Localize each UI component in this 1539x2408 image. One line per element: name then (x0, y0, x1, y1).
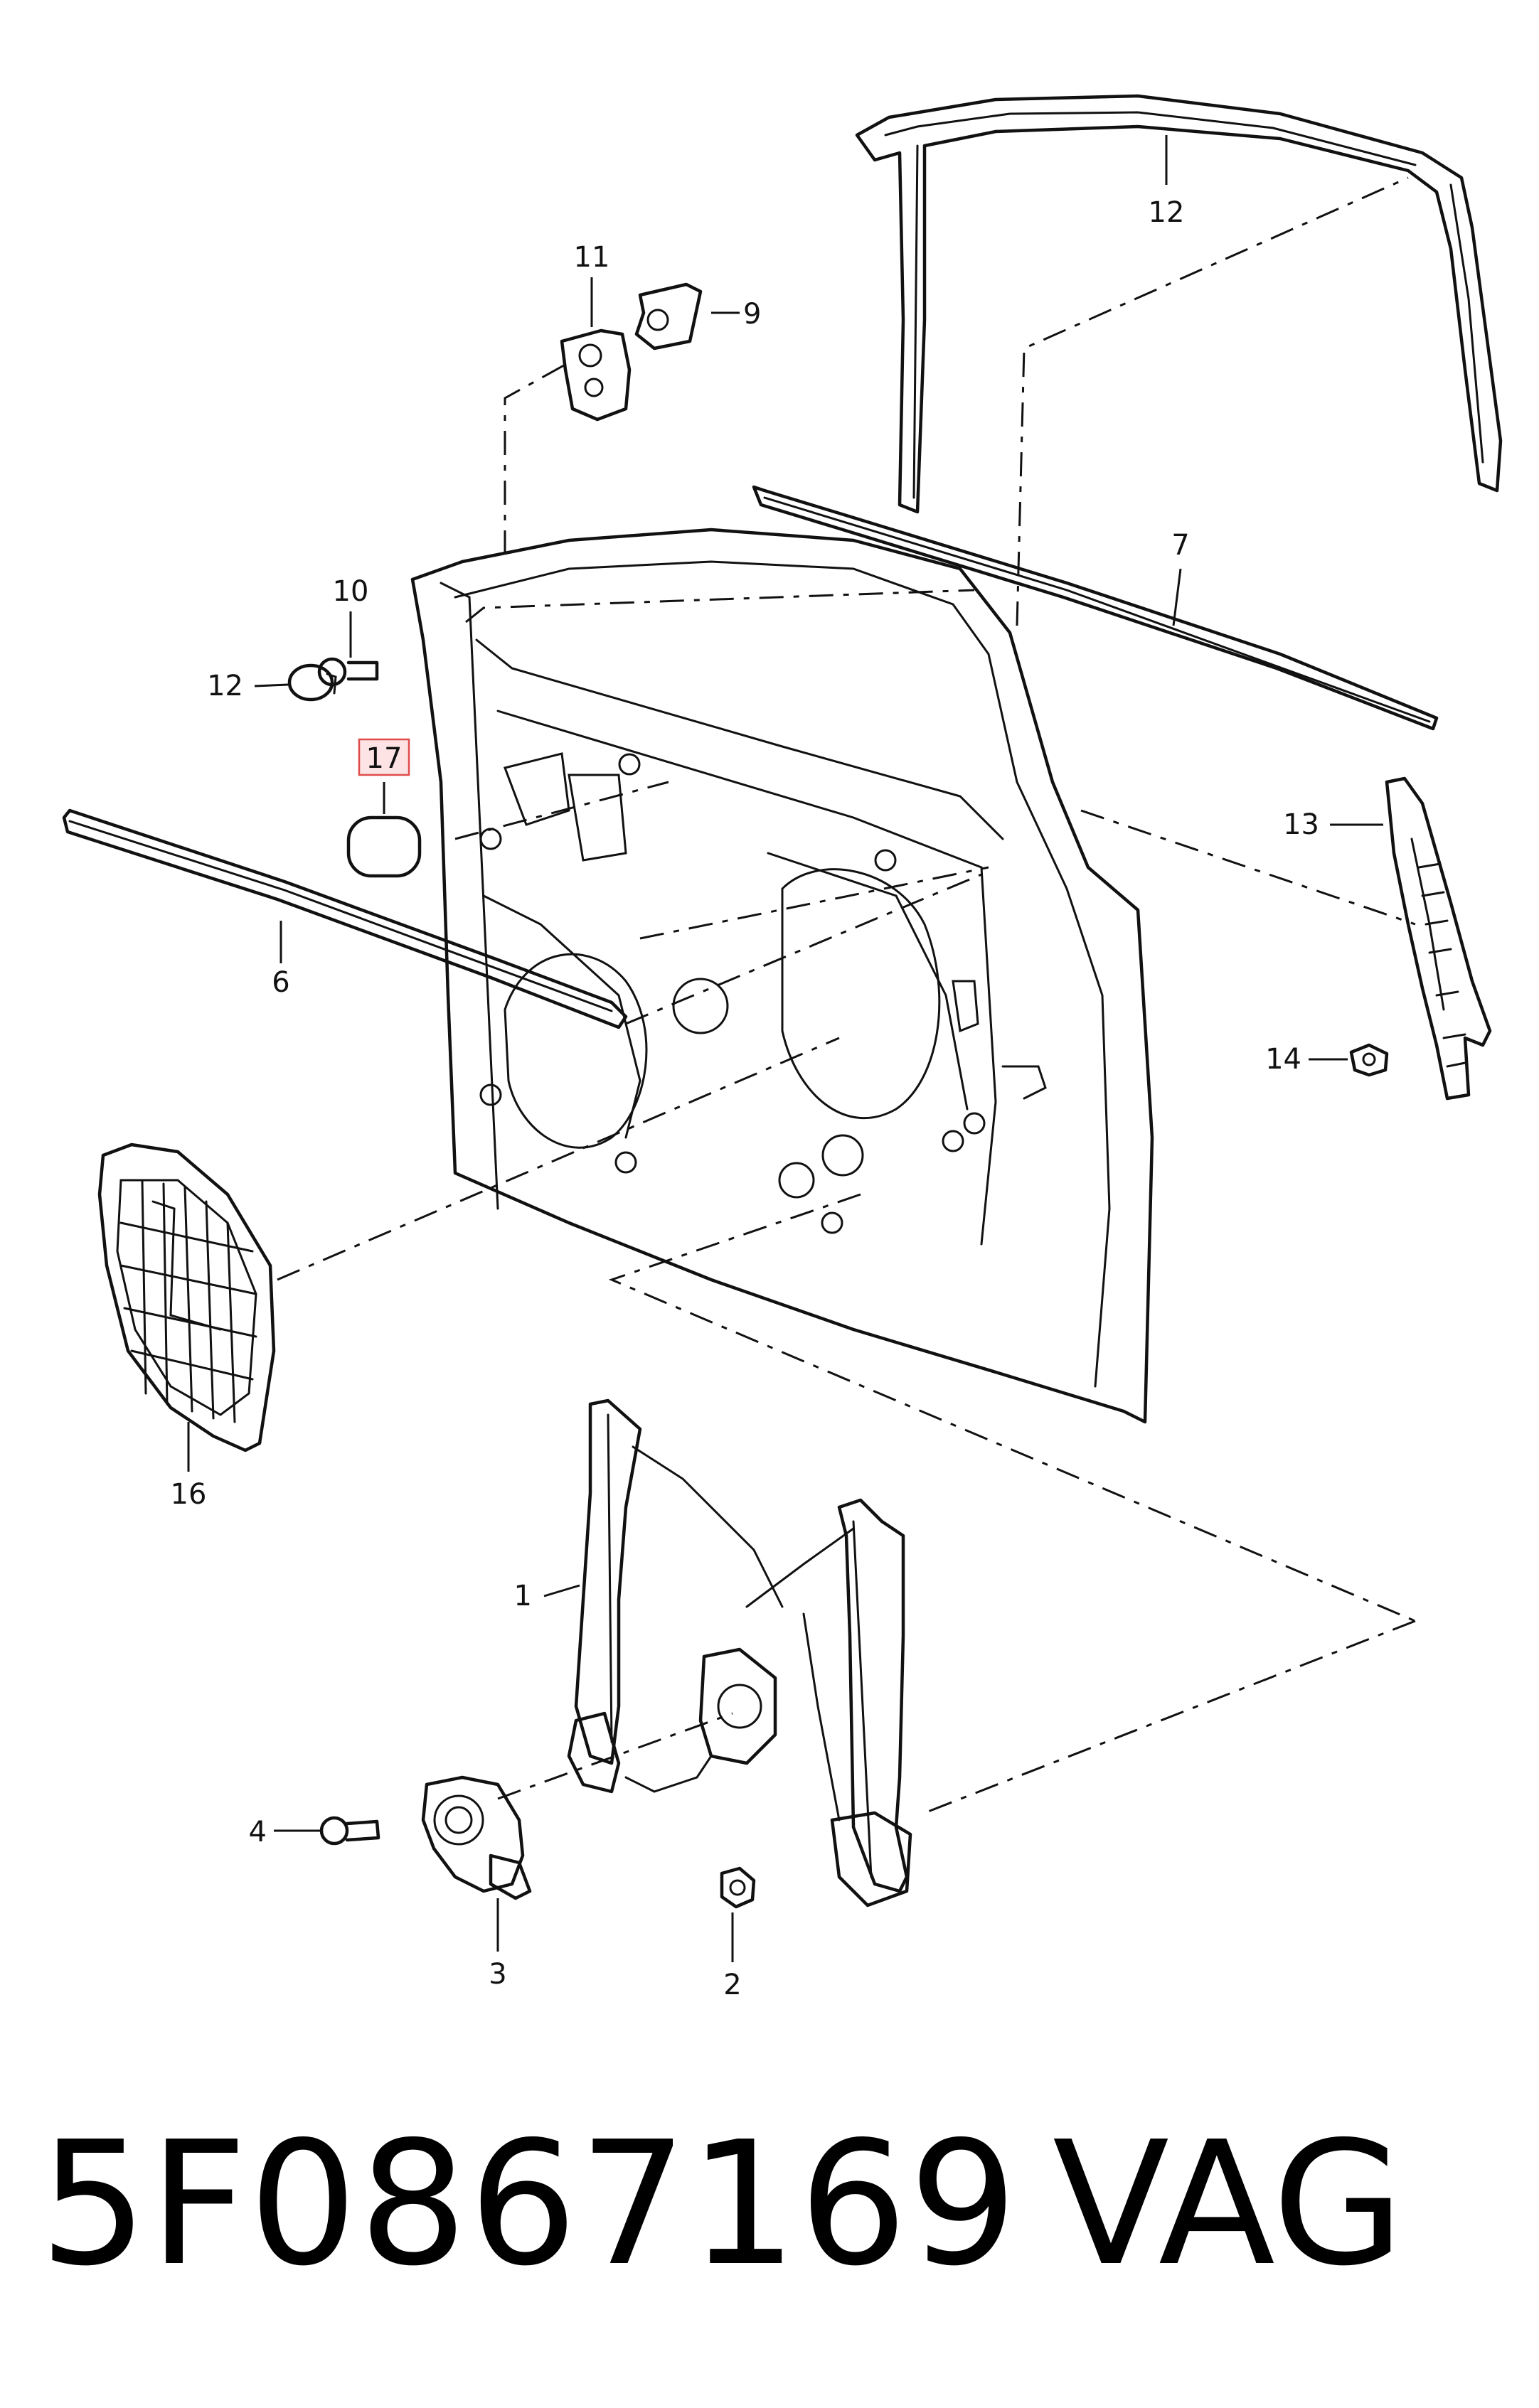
part-10-bolt (317, 657, 379, 687)
callout-11: 11 (574, 241, 610, 274)
callout-6: 6 (272, 966, 289, 999)
part-number: 5F0867169 (39, 2104, 1019, 2303)
part-3-motor (421, 1775, 532, 1900)
part-14-clip (1349, 1043, 1389, 1077)
callout-17: 17 (366, 742, 403, 775)
part-4-screw (319, 1816, 380, 1846)
part-12-plug (287, 663, 337, 702)
leader-lines (187, 135, 1383, 1962)
part-11-hinge-bracket (560, 328, 632, 422)
callout-12: 12 (207, 670, 243, 702)
callout-17-highlight-box (358, 738, 410, 776)
part-13-guide-rail (1385, 776, 1492, 1101)
callout-3: 3 (489, 1958, 506, 1991)
callout-4: 4 (249, 1816, 267, 1848)
callout-13: 13 (1283, 808, 1319, 841)
callout-9: 9 (743, 298, 761, 331)
part-2-nut (720, 1866, 756, 1909)
part-16-panel-cover (97, 1143, 276, 1452)
callout-8: 12 (1149, 196, 1185, 229)
callout-7: 7 (1171, 529, 1189, 562)
assembly-lines (277, 176, 1416, 1814)
callout-2: 2 (723, 1969, 741, 2001)
part-1-window-regulator (567, 1398, 912, 1907)
part-8-window-frame-seal (855, 94, 1503, 514)
callout-10: 10 (333, 575, 369, 608)
callout-labels: 12 7 9 11 10 12 6 13 14 16 1 4 3 2 17 (171, 196, 1319, 2001)
door-inner-panel (410, 528, 1154, 1424)
part-17-cap (346, 815, 422, 878)
part-6-window-strip (62, 808, 628, 1029)
callout-14: 14 (1265, 1043, 1301, 1076)
callout-16: 16 (171, 1478, 207, 1511)
callout-1: 1 (514, 1580, 532, 1612)
part-7-window-strip (752, 485, 1439, 731)
part-9-bracket (634, 282, 703, 351)
brand-name: VAG (1053, 2104, 1405, 2303)
